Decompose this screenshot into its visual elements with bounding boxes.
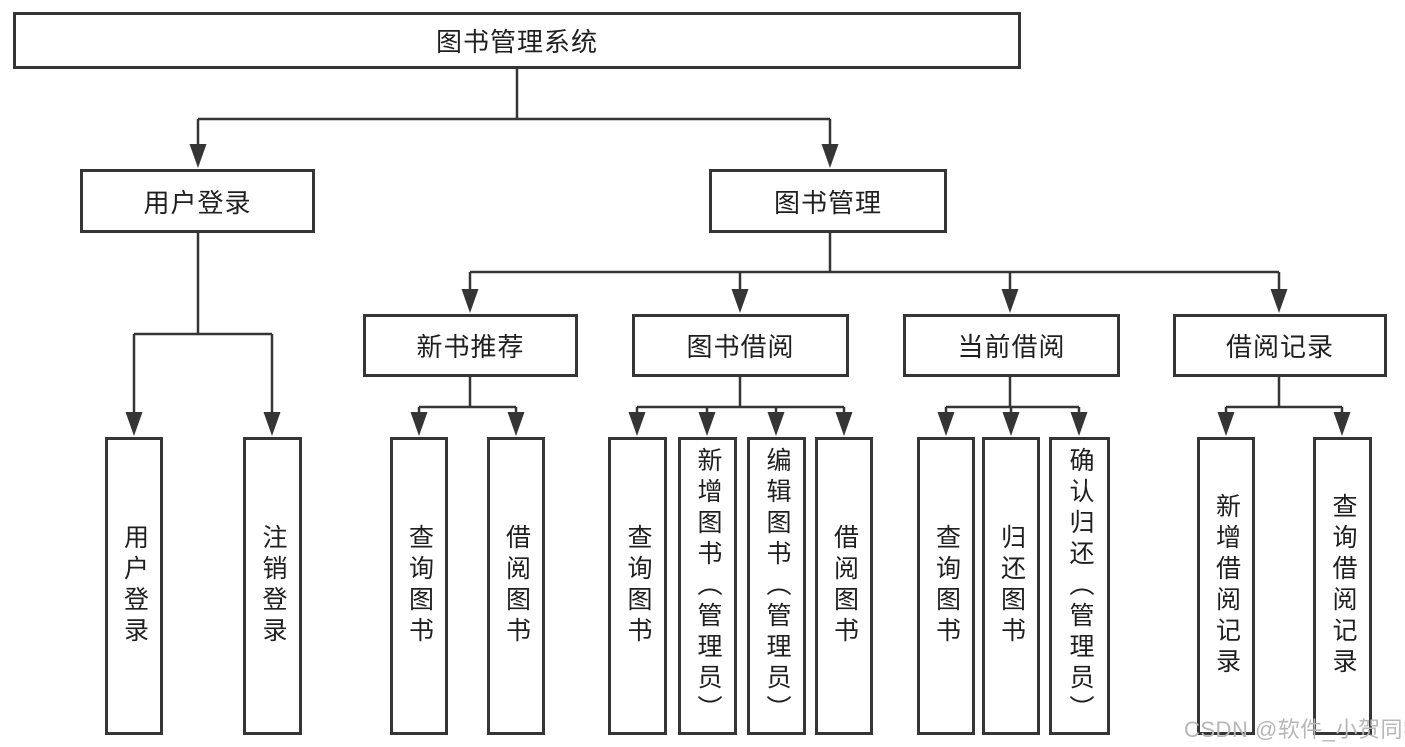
connector-borrowing <box>635 377 846 418</box>
arrowhead <box>1002 412 1020 436</box>
watermark: CSDN @软件_小贺同学 <box>1184 717 1405 742</box>
leaf-user-login: 用户登录 <box>105 437 163 735</box>
connector-new-books <box>417 377 518 418</box>
leaf-add-borrow-record: 新增借阅记录 <box>1197 437 1255 735</box>
leaf-borrow-books-1: 借阅图书 <box>487 437 545 735</box>
leaf-add-books-admin: 新增图书（管理员） <box>678 437 737 735</box>
arrowhead <box>1270 289 1288 313</box>
node-book-management: 图书管理 <box>709 169 947 233</box>
arrowhead <box>937 412 955 436</box>
arrowhead <box>731 289 749 313</box>
arrowhead <box>1070 412 1088 436</box>
leaf-confirm-return-admin: 确认归还（管理员） <box>1049 437 1110 735</box>
arrowhead <box>835 412 853 436</box>
leaf-query-books-1: 查询图书 <box>390 437 448 735</box>
arrowhead <box>1001 289 1019 313</box>
arrowheads <box>125 144 1351 436</box>
connector-records <box>1224 377 1344 418</box>
leaf-return-books: 归还图书 <box>982 437 1040 735</box>
node-current-borrowing: 当前借阅 <box>903 314 1120 377</box>
arrowhead <box>767 412 785 436</box>
arrowhead <box>1333 412 1351 436</box>
node-root: 图书管理系统 <box>13 12 1021 69</box>
leaf-borrow-books-2: 借阅图书 <box>815 437 873 735</box>
arrowhead <box>263 412 281 436</box>
node-user-login: 用户登录 <box>80 169 315 233</box>
arrowhead <box>628 412 646 436</box>
connector-current <box>944 377 1081 418</box>
node-book-borrowing: 图书借阅 <box>632 314 849 377</box>
leaf-query-borrow-record: 查询借阅记录 <box>1313 437 1372 735</box>
connector-book-management <box>468 233 1281 295</box>
arrowhead <box>698 412 716 436</box>
connector-user-login <box>132 233 274 418</box>
leaf-query-books-2: 查询图书 <box>608 437 667 735</box>
arrowhead <box>189 144 207 168</box>
leaf-query-books-3: 查询图书 <box>917 437 975 735</box>
connector-root <box>196 69 832 150</box>
node-borrow-records: 借阅记录 <box>1173 314 1387 377</box>
arrowhead <box>461 289 479 313</box>
arrowhead <box>125 412 143 436</box>
arrowhead <box>410 412 428 436</box>
leaf-edit-books-admin: 编辑图书（管理员） <box>747 437 806 735</box>
arrowhead <box>1217 412 1235 436</box>
node-new-book-recommend: 新书推荐 <box>363 314 578 377</box>
arrowhead <box>507 412 525 436</box>
leaf-logout: 注销登录 <box>243 437 302 735</box>
arrowhead <box>821 144 839 168</box>
